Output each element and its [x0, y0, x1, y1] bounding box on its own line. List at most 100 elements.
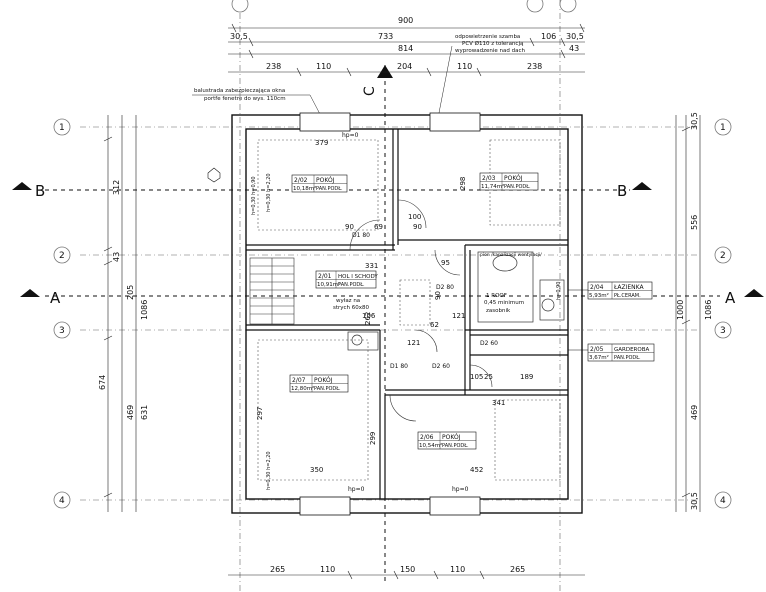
inner-dim-262: 262 [364, 312, 372, 325]
room-205-floor: PAN.PODŁ. [614, 355, 641, 361]
vent-note-line1: odpowietrzenie szamba [455, 34, 520, 40]
bathroom-fixtures [347, 251, 565, 351]
door-label-4: D1 80 [390, 363, 408, 370]
stairs-exit-note-line2: strych 60x80 [333, 305, 370, 311]
room-207-area: 12,80m² [291, 385, 314, 392]
inner-dim-189: 189 [520, 373, 533, 381]
section-label-b-left: B [35, 182, 45, 200]
dim-top-110-left: 110 [316, 62, 331, 71]
axis-2-left: 2 [59, 251, 65, 261]
room-206-area: 10,54m² [419, 442, 442, 449]
dim-top-106: 106 [541, 32, 556, 41]
vent-note-line2: PCV Ø110 z tolerancją [462, 40, 524, 47]
inner-dim-25: 25 [484, 373, 493, 381]
section-a-left-arrow [20, 289, 40, 297]
axis-1-right: 1 [720, 123, 726, 133]
door-label-5: D2 60 [432, 363, 450, 370]
dim-right-30-top: 30,5 [690, 112, 699, 130]
inner-dim-121-b: 121 [452, 312, 465, 320]
balustrade-note-line1: balustrada zabezpieczająca okna [194, 88, 285, 94]
room-207-number: 2/07 [292, 377, 306, 384]
dim-right-469: 469 [690, 405, 699, 420]
vent-leader [437, 45, 453, 119]
room-207-name: POKÓJ [314, 377, 333, 384]
inner-dim-299: 299 [369, 432, 377, 445]
room-stamp-203: 2/03 POKÓJ 11,74m² PAN.PODŁ. [479, 172, 539, 191]
dim-top-204: 204 [397, 62, 412, 71]
inner-dim-350: 350 [310, 466, 323, 474]
bath-note-line1: 1 ROOF [486, 293, 507, 299]
door-label-3: D2 60 [480, 340, 498, 347]
balustrade-leader [192, 94, 323, 119]
room-202-area: 10,18m² [293, 185, 316, 192]
dim-top-814: 814 [398, 44, 413, 53]
axis-4-right: 4 [720, 496, 726, 506]
bed-label-2: h=0,30 h=2,20 [266, 173, 272, 212]
section-label-a-left: A [50, 289, 61, 307]
inner-dim-90-b: 90 [413, 223, 422, 231]
dim-left-1086: 1086 [140, 300, 149, 320]
dim-left-469: 469 [126, 405, 135, 420]
room-205-name: GARDEROBA [614, 347, 649, 353]
total-width-dim: 900 [398, 16, 413, 25]
room-stamp-202: 2/02 POKÓJ 10,18m² PAN.PODŁ. [291, 174, 348, 193]
dim-left-674: 674 [98, 375, 107, 390]
room-206-name: POKÓJ [442, 434, 461, 441]
bath-note-line2: 0,45 minimum [484, 300, 524, 306]
dim-bottom-265-right: 265 [510, 565, 525, 574]
room-205-number: 2/05 [590, 346, 604, 353]
dim-top-110-right: 110 [457, 62, 472, 71]
inner-dim-105: 105 [470, 373, 483, 381]
vent-note-line3: wyprowadzenie nad dach [455, 48, 526, 54]
section-label-c: C [362, 86, 378, 96]
section-label-a-right: A [725, 289, 736, 307]
room-202-floor: PAN.PODŁ. [316, 186, 343, 192]
axis-3-left: 3 [59, 326, 65, 336]
dim-left-312: 312 [112, 180, 121, 195]
axis-4-left: 4 [59, 496, 65, 506]
room-204-area: 5,93m² [589, 292, 609, 299]
axis-2-right: 2 [720, 251, 726, 261]
section-b-right-arrow [632, 182, 652, 190]
room-stamp-205: 2/05 GARDEROBA 3,67m² PAN.PODŁ. [587, 343, 655, 362]
dim-left-205: 205 [126, 285, 135, 300]
room-202-name: POKÓJ [316, 177, 335, 184]
inner-dim-90-c: 90 [434, 291, 442, 300]
hatch-label-bottom-right: hp=0 [452, 486, 469, 493]
inner-dim-331: 331 [365, 262, 378, 270]
section-c-arrow [377, 65, 393, 78]
dim-top-30-left: 30,5 [230, 32, 248, 41]
inner-dim-90-a: 90 [345, 223, 354, 231]
furniture [257, 139, 561, 481]
room-201-name: HOL I SCHODY [338, 274, 378, 280]
heating-note: pion /kanalizacji wentylacji/ [480, 252, 542, 258]
bath-note-line3: zasobnik [486, 308, 511, 314]
bed-label-4: h=0,30 h=2,20 [266, 451, 272, 490]
inner-dim-69: 69 [374, 223, 383, 231]
dim-right-1086: 1086 [704, 300, 713, 320]
room-205-area: 3,67m² [589, 354, 609, 361]
inner-dim-100: 100 [408, 213, 421, 221]
balustrade-note-line2: portfe fenetre do wys. 110cm [204, 96, 286, 102]
door-label-1: D1 80 [352, 232, 370, 239]
room-203-area: 11,74m² [481, 183, 504, 190]
dimension-lines [103, 23, 701, 580]
staircase [249, 257, 295, 325]
axis-bubbles [53, 0, 732, 509]
room-203-number: 2/03 [482, 175, 496, 182]
dim-top-238-left: 238 [266, 62, 281, 71]
room-stamp-204: 2/04 ŁAZIENKA 5,93m² PŁ.CERAM. [587, 281, 653, 300]
room-stamp-201: 2/01 HOL I SCHODY 10,91m² PAN.PODŁ. [315, 270, 378, 289]
dim-top-43: 43 [569, 44, 579, 53]
dim-right-1000: 1000 [676, 300, 685, 320]
dim-bottom-110-right: 110 [450, 565, 465, 574]
interior-walls [246, 129, 568, 499]
inner-dim-95: 95 [441, 259, 450, 267]
dim-left-43: 43 [112, 252, 121, 262]
dim-right-30-bottom: 30,5 [690, 492, 699, 510]
stairs-exit-note-line1: wyłaz na [336, 298, 360, 304]
hatch-label-bottom-left: hp=0 [348, 486, 365, 493]
room-204-name: ŁAZIENKA [613, 284, 644, 291]
dim-right-556: 556 [690, 215, 699, 230]
